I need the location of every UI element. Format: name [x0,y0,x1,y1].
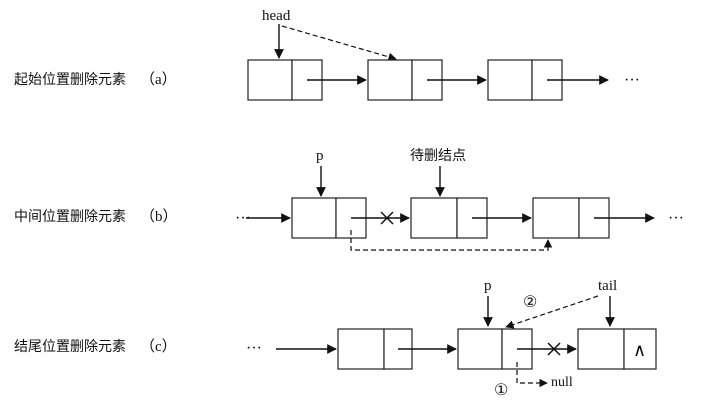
head-new-pointer-dashed [281,25,397,61]
row-b-tag: （b） [140,209,178,225]
p-label-c: p [484,278,492,294]
ellipsis-c: ··· [246,340,262,357]
node-b3 [532,197,610,239]
tail-move-dashed [505,295,599,329]
row-c-title: 结尾位置删除元素 [14,339,126,355]
null-symbol: ∧ [633,340,646,360]
ellipsis-a: ··· [624,72,640,89]
row-b-label: 中间位置删除元素 （b） [14,207,214,227]
null-label: null [551,375,573,390]
row-c-tag: （c） [140,339,177,355]
row-a: head ··· [247,8,640,101]
row-a-title: 起始位置删除元素 [14,72,126,88]
node-c3-tail [577,328,657,370]
row-c-label: 结尾位置删除元素 （c） [14,337,214,357]
head-label: head [262,8,291,24]
row-a-tag: （a） [140,72,177,88]
row-b-title: 中间位置删除元素 [14,209,126,225]
target-node-label: 待删结点 [410,148,466,164]
set-null-dashed [516,362,548,388]
bypass-link-dashed [350,230,553,251]
cross-mark-c [547,342,561,356]
tail-label: tail [598,278,617,294]
row-a-label: 起始位置删除元素 （a） [14,70,214,90]
node-a1 [247,59,323,101]
cross-mark-b [380,211,394,225]
step-2-marker: ② [523,294,537,311]
p-label-b: p [316,148,324,164]
ellipsis-b-left: ··· [235,210,251,227]
row-b: ··· p 待删结点 ··· [235,148,684,251]
ellipsis-b-right: ··· [668,210,684,227]
row-c: ··· p tail ∧ ② ① [246,278,657,399]
step-1-marker: ① [494,382,508,399]
